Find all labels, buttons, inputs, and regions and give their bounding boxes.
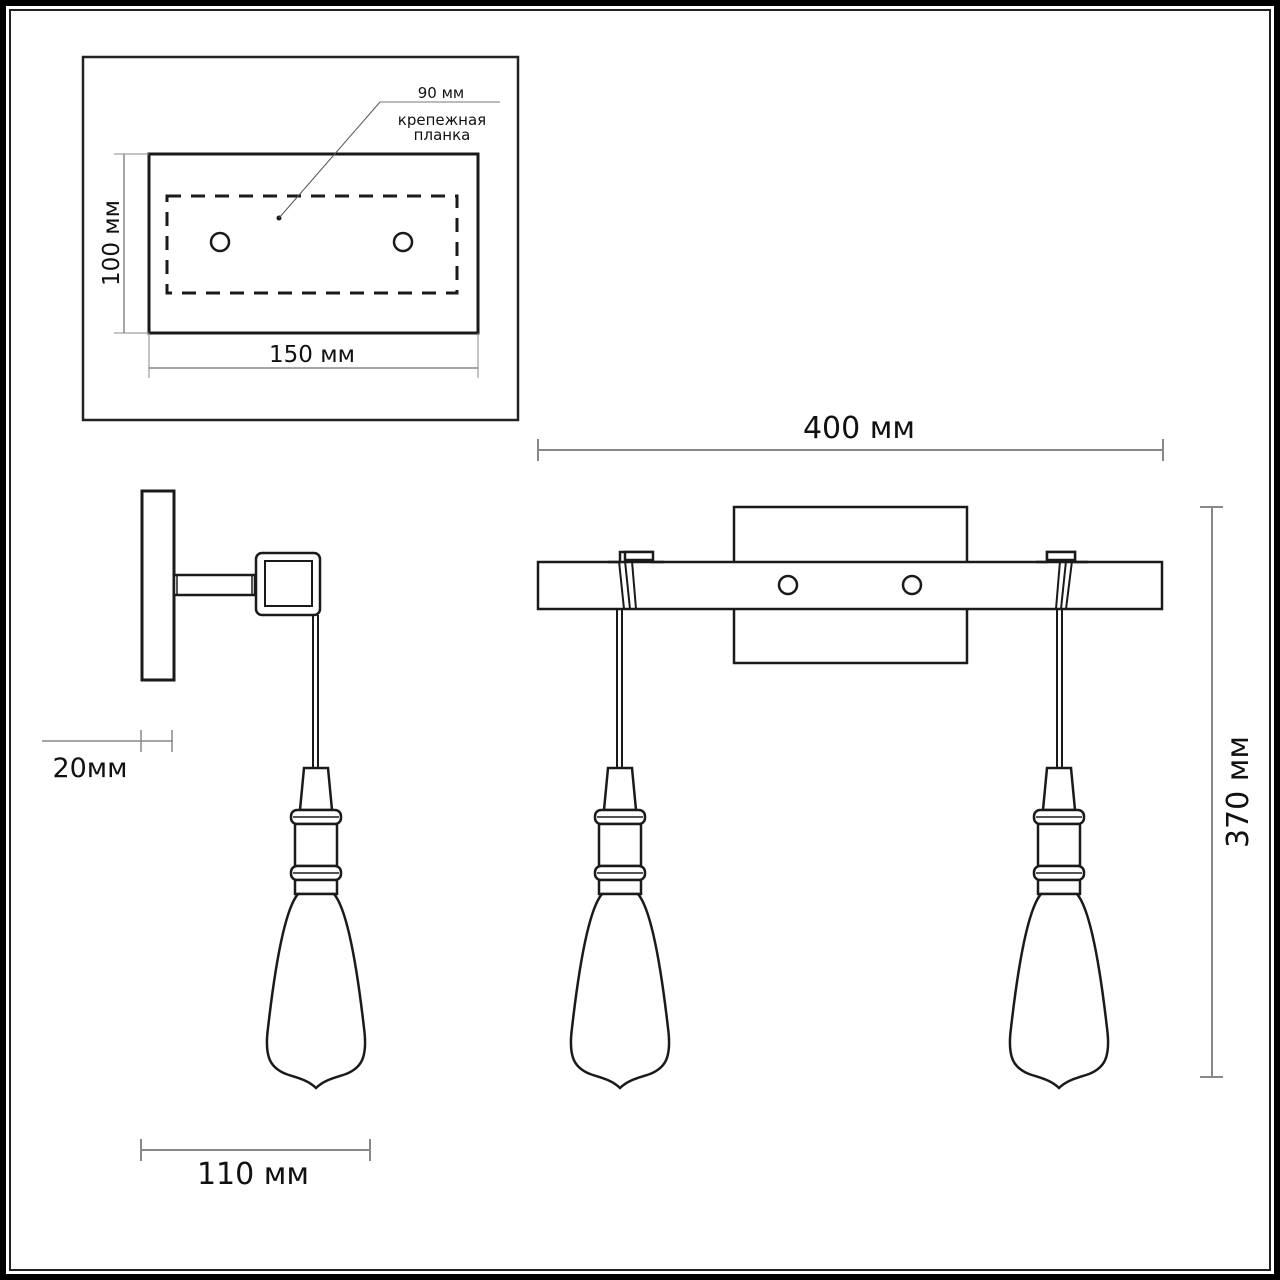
screw-icon	[777, 574, 799, 596]
side-bulb-icon	[265, 766, 367, 1090]
inset-border	[81, 55, 520, 422]
mounting-hole-icon	[209, 231, 231, 253]
bracket-label-line1: крепежная	[398, 111, 486, 129]
plate-height-label: 100 мм	[99, 200, 125, 286]
cord-clamp-left	[608, 550, 664, 610]
projection-label: 110 мм	[197, 1157, 309, 1192]
leader-line	[278, 101, 381, 219]
bracket-dimension-label: 90 мм	[418, 84, 465, 102]
front-bulb-right-icon	[1008, 766, 1110, 1090]
inner-frame	[9, 9, 1271, 1271]
front-height-label: 370 мм	[1221, 736, 1256, 848]
front-view	[536, 439, 1223, 1090]
front-bulb-left-icon	[569, 766, 671, 1090]
mounting-hole-icon	[392, 231, 414, 253]
hook-inner	[264, 560, 313, 607]
cord-clamp-right	[1036, 550, 1088, 610]
side-arm	[172, 573, 257, 597]
plate-width-label: 150 мм	[269, 342, 355, 368]
mounting-plate-inset	[81, 55, 520, 422]
screw-icon	[901, 574, 923, 596]
mounting-bracket-dashed	[165, 194, 459, 295]
side-view	[42, 489, 371, 1161]
wall-plate-outline	[147, 152, 480, 335]
depth-label: 20мм	[52, 753, 127, 784]
front-width-label: 400 мм	[803, 411, 915, 446]
bracket-label-line2: планка	[414, 126, 471, 144]
side-wall-plate	[140, 489, 176, 682]
